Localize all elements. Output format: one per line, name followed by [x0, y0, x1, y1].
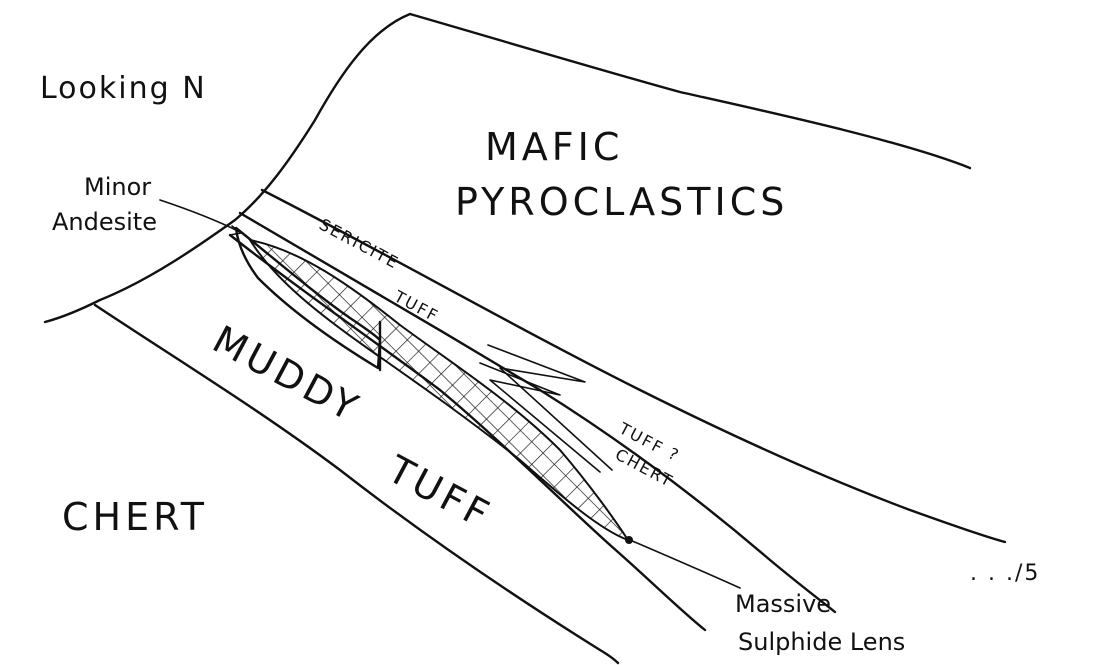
orientation-label: Looking N [40, 71, 207, 106]
sericite-tuff-label-line2: TUFF [390, 286, 442, 326]
tuff-chert-label-line2: CHERT [612, 445, 677, 491]
minor-andesite-leader [160, 200, 240, 232]
minor-andesite-label-line2: Andesite [52, 208, 157, 236]
massive-sulphide-label-line2: Sulphide Lens [738, 628, 905, 656]
muddy-tuff-label-line2: TUFF [380, 447, 499, 538]
chert-label: CHERT [62, 495, 208, 539]
massive-sulphide-label-line1: Massive [735, 590, 831, 618]
contact-muddy-tuff-chert [95, 305, 618, 663]
minor-andesite-label-line1: Minor [84, 173, 151, 201]
massive-sulphide-leader [630, 540, 740, 588]
mafic-pyroclastics-label-line1: MAFIC [485, 125, 623, 169]
massive-sulphide-leader-dot [625, 536, 633, 544]
muddy-tuff-label-line1: MUDDY [206, 317, 368, 431]
mafic-pyroclastics-label-line2: PYROCLASTICS [455, 180, 788, 224]
tuff-chert-query-mark: ? [665, 444, 683, 466]
page-continuation-marker: . . ./5 [970, 561, 1040, 586]
